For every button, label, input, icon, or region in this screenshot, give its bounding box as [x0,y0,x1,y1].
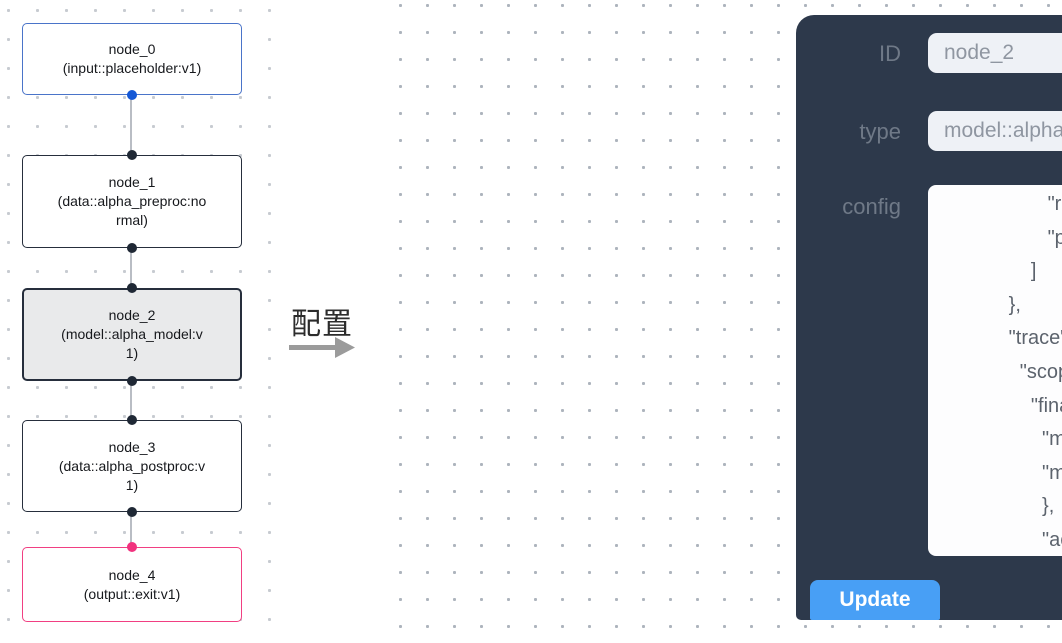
node-subtitle: (data::alpha_postproc:v1) [58,457,206,493]
flow-canvas: node_0 (input::placeholder:v1) node_1 (d… [0,0,272,643]
configure-annotation: 配置 [291,308,353,341]
port-node3-in[interactable] [127,415,137,425]
flow-node-node_4[interactable]: node_4 (output::exit:v1) [22,547,242,622]
node-title: node_1 [108,174,156,190]
edge-node0-node1 [130,95,132,155]
type-input[interactable] [928,111,1062,151]
id-field-label: ID [879,41,901,66]
node-subtitle: (data::alpha_preproc:normal) [57,193,207,228]
node-subtitle: (model::alpha_model:v1) [61,326,203,361]
port-node3-out[interactable] [127,507,137,517]
port-node2-out[interactable] [127,376,137,386]
edge-node1-node2 [130,248,132,288]
id-input[interactable] [928,33,1062,73]
port-node2-in[interactable] [127,283,137,293]
flow-node-node_0[interactable]: node_0 (input::placeholder:v1) [22,23,242,95]
config-json-editor[interactable]: "raw_action", "pred" ] }, "trace": { "sc… [928,185,1062,556]
flow-node-node_3[interactable]: node_3 (data::alpha_postproc:v1) [22,420,242,512]
node-config-panel: ID type config "raw_action", "pred" ] },… [796,15,1062,620]
flow-node-node_1[interactable]: node_1 (data::alpha_preproc:normal) [22,155,242,248]
flow-node-node_2-selected[interactable]: node_2 (model::alpha_model:v1) [22,288,242,381]
node-title: node_4 [108,566,156,583]
type-field-label: type [859,119,901,144]
node-subtitle: (output::exit:v1) [83,585,181,602]
edge-node2-node3 [130,381,132,420]
node-subtitle: (input::placeholder:v1) [62,60,202,76]
port-node1-out[interactable] [127,243,137,253]
port-node0-out[interactable] [127,90,137,100]
update-button[interactable]: Update [810,580,940,620]
node-title: node_0 [108,41,156,57]
edge-node3-node4 [130,512,132,547]
node-title: node_2 [108,307,156,323]
port-node1-in[interactable] [127,150,137,160]
config-field-label: config [842,194,901,219]
node-title: node_3 [108,438,156,455]
panel-canvas: ID type config "raw_action", "pred" ] },… [388,0,1062,643]
port-node4-in[interactable] [127,542,137,552]
config-json-text[interactable]: "raw_action", "pred" ] }, "trace": { "sc… [1008,193,1062,551]
arrow-right-icon [289,337,355,358]
